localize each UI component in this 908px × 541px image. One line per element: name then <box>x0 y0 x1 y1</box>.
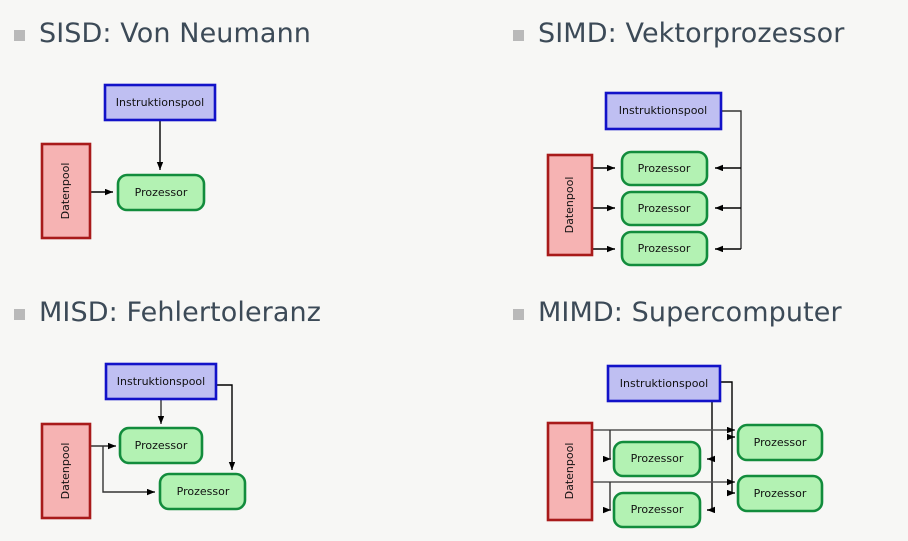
misd-processor-1-label: Prozessor <box>135 439 188 452</box>
misd-instruction-pool[interactable]: Instruktionspool <box>104 362 218 401</box>
mimd-data-pool-label: Datenpool <box>563 443 576 500</box>
sisd-processor-1-label: Prozessor <box>135 186 188 199</box>
simd-processor-2[interactable]: Prozessor <box>620 190 709 227</box>
bullet-square-icon <box>513 309 524 320</box>
mimd-data-pool[interactable]: Datenpool <box>546 421 594 522</box>
mimd-wires <box>592 381 735 514</box>
sisd-wires <box>90 120 164 196</box>
simd-processor-1-label: Prozessor <box>638 162 691 175</box>
heading-sisd: SISD: Von Neumann <box>14 20 311 47</box>
bullet-square-icon <box>513 30 524 41</box>
heading-mimd-label: MIMD: Supercomputer <box>538 297 842 328</box>
simd-processor-1[interactable]: Prozessor <box>620 150 709 187</box>
mimd-processor-right-2-label: Prozessor <box>754 487 807 500</box>
simd-instruction-pool-label: Instruktionspool <box>619 104 707 117</box>
mimd-instruction-pool[interactable]: Instruktionspool <box>606 364 722 403</box>
simd-instruction-pool[interactable]: Instruktionspool <box>604 91 723 131</box>
misd-processor-1[interactable]: Prozessor <box>118 426 204 465</box>
bullet-square-icon <box>14 30 25 41</box>
mimd-processor-right-1[interactable]: Prozessor <box>736 423 824 462</box>
sisd-instruction-pool-label: Instruktionspool <box>116 96 204 109</box>
heading-simd-label: SIMD: Vektorprozessor <box>538 18 845 49</box>
mimd-processor-right-2[interactable]: Prozessor <box>736 474 824 513</box>
mimd-instruction-pool-label: Instruktionspool <box>620 377 708 390</box>
mimd-processor-left-2-label: Prozessor <box>631 503 684 516</box>
misd-instruction-pool-label: Instruktionspool <box>117 375 205 388</box>
heading-misd: MISD: Fehlertoleranz <box>14 299 321 326</box>
heading-simd: SIMD: Vektorprozessor <box>513 20 845 47</box>
sisd-data-pool[interactable]: Datenpool <box>40 142 92 240</box>
misd-processor-2[interactable]: Prozessor <box>158 472 247 511</box>
bullet-square-icon <box>14 309 25 320</box>
misd-data-pool[interactable]: Datenpool <box>40 422 92 520</box>
misd-wires <box>90 384 236 496</box>
mimd-processor-right-1-label: Prozessor <box>754 436 807 449</box>
heading-mimd: MIMD: Supercomputer <box>513 299 842 326</box>
mimd-processor-left-2[interactable]: Prozessor <box>612 491 702 529</box>
simd-wires <box>592 110 742 253</box>
simd-processor-2-label: Prozessor <box>638 202 691 215</box>
sisd-data-pool-label: Datenpool <box>59 163 72 220</box>
simd-data-pool[interactable]: Datenpool <box>546 153 594 257</box>
mimd-processor-left-1-label: Prozessor <box>631 452 684 465</box>
simd-processor-3-label: Prozessor <box>638 242 691 255</box>
heading-sisd-label: SISD: Von Neumann <box>39 18 311 49</box>
misd-processor-2-label: Prozessor <box>177 485 230 498</box>
sisd-instruction-pool[interactable]: Instruktionspool <box>103 83 217 122</box>
mimd-processor-left-1[interactable]: Prozessor <box>612 440 702 478</box>
heading-misd-label: MISD: Fehlertoleranz <box>39 297 322 328</box>
sisd-processor-1[interactable]: Prozessor <box>116 173 206 212</box>
misd-data-pool-label: Datenpool <box>59 443 72 500</box>
simd-data-pool-label: Datenpool <box>563 177 576 234</box>
simd-processor-3[interactable]: Prozessor <box>620 230 709 267</box>
